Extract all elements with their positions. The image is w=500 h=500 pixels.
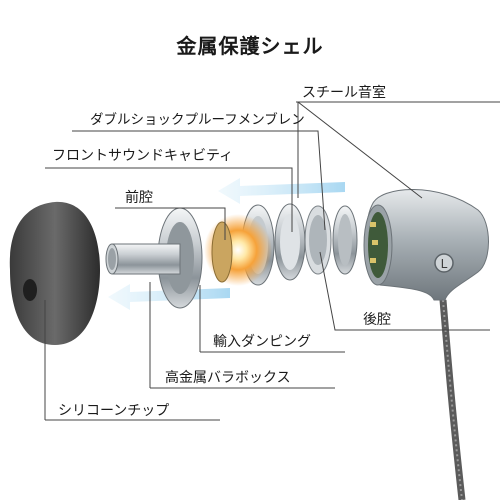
- side-marker: L: [441, 257, 448, 271]
- input-damping-label: 輸入ダンピング: [213, 334, 311, 350]
- metal-housing: L: [363, 189, 489, 301]
- steel-chamber-label: スチール音室: [302, 85, 386, 101]
- silicone-tip-label: シリコーンチップ: [58, 403, 170, 419]
- front-sound-cavity-label: フロントサウンドキャビティ: [52, 148, 234, 164]
- silicone-tip: [9, 201, 100, 345]
- exploded-components: [105, 203, 358, 309]
- pre-chamber-label: 前腔: [125, 190, 153, 206]
- diagram-title: 金属保護シェル: [176, 34, 324, 58]
- back-chamber-label: 後腔: [363, 312, 391, 328]
- leader-lines: [44, 101, 500, 421]
- double-shock-membrane-label: ダブルショックプルーフメンブレン: [90, 112, 305, 128]
- bass-box-label: 高金属バラボックス: [165, 370, 291, 386]
